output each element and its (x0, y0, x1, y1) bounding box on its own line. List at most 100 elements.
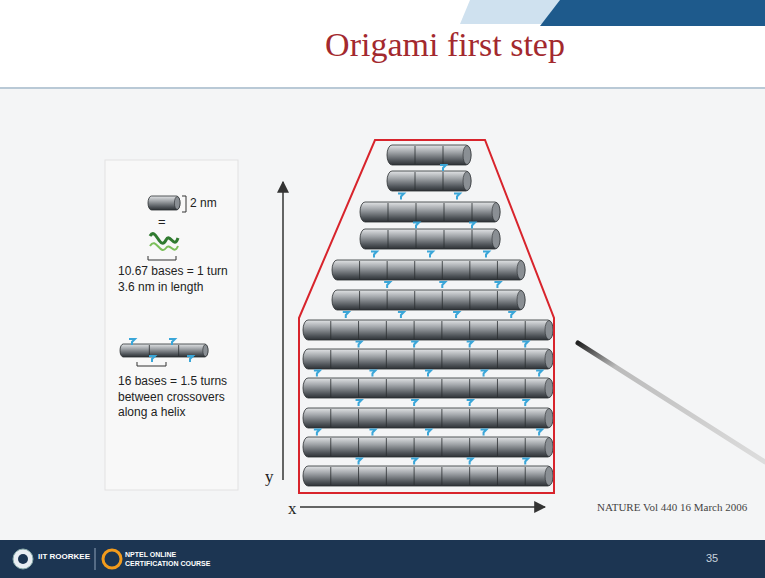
segment-line (441, 409, 442, 427)
helix-cylinder (303, 378, 553, 398)
segment-line (414, 350, 415, 368)
header-stripe-dark (540, 0, 765, 26)
segment-line (358, 467, 359, 485)
segment-line (386, 409, 387, 427)
helix-cylinder (332, 290, 525, 310)
cylinder-body (303, 378, 553, 398)
segment-line (525, 321, 526, 339)
segment-line (330, 321, 331, 339)
cylinder-end (463, 172, 471, 191)
crossover-mark (314, 430, 320, 436)
segment-line (444, 230, 445, 248)
segment-line (497, 261, 498, 279)
segment-line (358, 350, 359, 368)
helix-cylinder (360, 202, 500, 222)
crossover-mark (494, 282, 500, 288)
logo (18, 554, 28, 564)
crossover-mark (129, 339, 135, 345)
crossover-mark (536, 430, 542, 436)
cylinder-end (463, 146, 471, 165)
segment-line (472, 230, 473, 248)
segment-line (443, 146, 444, 164)
segment-line (497, 409, 498, 427)
cylinder-body (387, 171, 471, 191)
segment-line (442, 291, 443, 309)
cylinder-end (203, 345, 208, 357)
crossover-mark (314, 371, 320, 377)
crossover-mark (427, 252, 433, 258)
helix-icon (150, 243, 178, 250)
helix-cylinder (303, 466, 553, 486)
segment-line (497, 467, 498, 485)
header-rule (0, 87, 765, 89)
crossover-mark (356, 400, 362, 406)
segment-line (358, 321, 359, 339)
segment-line (415, 172, 416, 190)
segment-line (441, 350, 442, 368)
crossover-mark (439, 282, 445, 288)
shape-outline (299, 140, 554, 493)
pointer-stick (578, 343, 765, 462)
cylinder-body (360, 202, 500, 222)
legend-panel (105, 160, 238, 490)
segment-line (386, 379, 387, 397)
x-axis-arrow (300, 506, 545, 508)
helix-cylinder (387, 171, 471, 191)
segment-line (525, 350, 526, 368)
segment-line (387, 291, 388, 309)
cylinder-end (174, 197, 180, 210)
crossover-mark (453, 312, 459, 318)
cylinder-body (303, 349, 553, 369)
axis-label: x (288, 498, 302, 520)
crossover-mark (413, 223, 419, 229)
crossover-mark (411, 459, 417, 465)
segment-line (444, 203, 445, 221)
crossover-mark (356, 342, 362, 348)
cylinder-end (517, 261, 525, 280)
segment-line (415, 146, 416, 164)
cylinder-body (332, 290, 525, 310)
segment-line (414, 438, 415, 456)
segment-line (497, 291, 498, 309)
footer-text: IIT ROORKEE (38, 552, 98, 562)
cylinder-body (332, 260, 525, 280)
segment-line (525, 379, 526, 397)
crossover-mark (508, 312, 514, 318)
crossover-mark (411, 342, 417, 348)
segment-line (386, 350, 387, 368)
cylinder-end (517, 291, 525, 310)
cylinder-body (303, 320, 553, 340)
crossover-mark (469, 223, 475, 229)
segment-line (358, 409, 359, 427)
segment-line (525, 409, 526, 427)
crossover-mark (398, 312, 404, 318)
cylinder-end (545, 321, 553, 340)
bracket (137, 362, 166, 366)
segment-line (469, 467, 470, 485)
equals-sign: = (158, 214, 178, 231)
cylinder-body (303, 437, 553, 457)
logo (103, 550, 121, 568)
crossover-mark (411, 400, 417, 406)
crossover-mark (522, 400, 528, 406)
crossover-mark (343, 312, 349, 318)
segment-line (330, 409, 331, 427)
slide-title: Origami first step (0, 26, 765, 64)
helix-cylinder (303, 408, 553, 428)
helix-cylinder (148, 196, 180, 210)
helix-cylinder (332, 260, 525, 280)
segment-line (497, 321, 498, 339)
crossover-mark (356, 459, 362, 465)
helix-cylinder (303, 320, 553, 340)
crossover-mark (384, 282, 390, 288)
footer-text: NPTEL ONLINE CERTIFICATION COURSE (125, 550, 225, 568)
cylinder-end (492, 203, 500, 222)
crossover-mark (481, 430, 487, 436)
segment-line (469, 261, 470, 279)
page-number: 35 (706, 551, 736, 565)
segment-line (469, 409, 470, 427)
segment-line (469, 321, 470, 339)
crossover-mark (467, 342, 473, 348)
segment-line (330, 379, 331, 397)
segment-line (330, 467, 331, 485)
